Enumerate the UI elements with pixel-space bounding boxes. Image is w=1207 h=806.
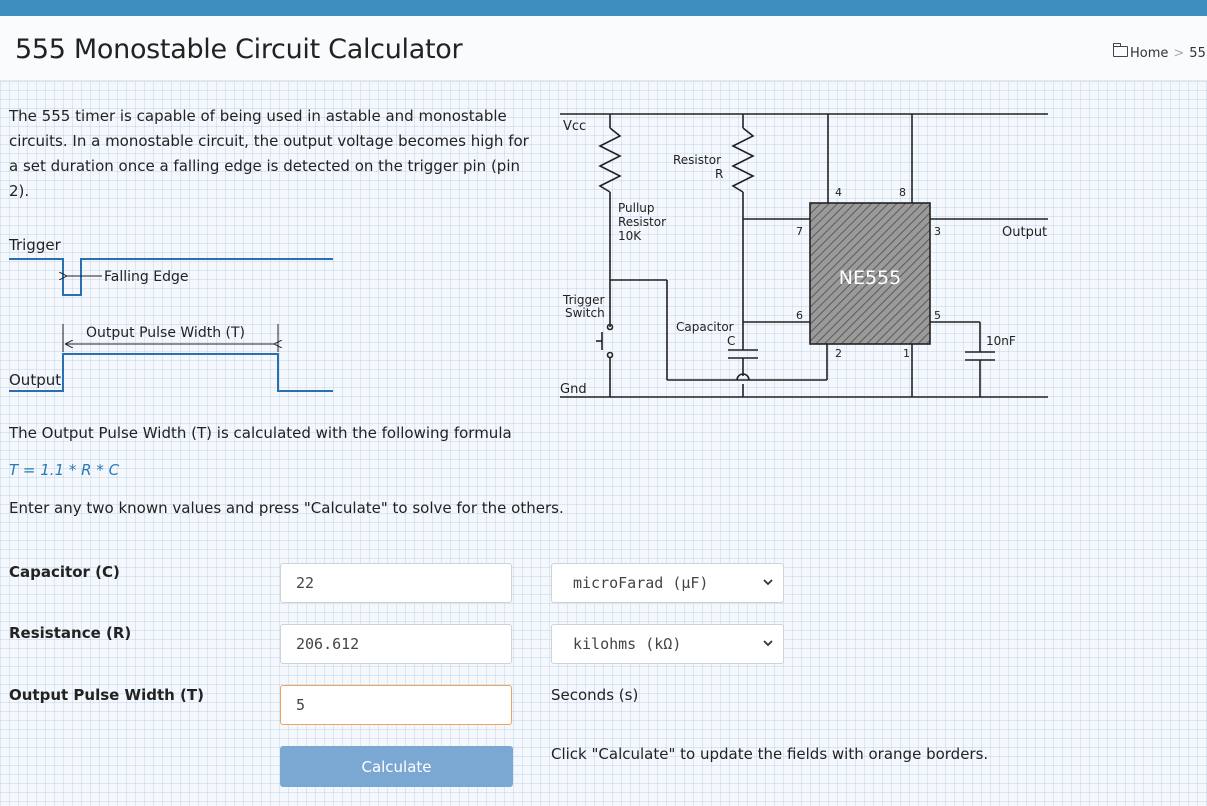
pulse-width-label: Output Pulse Width (T) — [86, 325, 245, 341]
top-accent-bar — [0, 0, 1207, 16]
pin-3: 3 — [934, 225, 941, 238]
breadcrumb-current: 55 — [1189, 46, 1206, 61]
page-header: 555 Monostable Circuit Calculator Home >5… — [0, 16, 1207, 81]
intro-paragraph: The 555 timer is capable of being used i… — [9, 107, 529, 200]
ne555-chip — [809, 202, 931, 345]
chevron-down-icon — [763, 640, 773, 647]
circuit-diagram: NE555 Vcc Gnd Pullup Resistor 10K Resist… — [560, 113, 1048, 398]
resistor-label-1: Resistor — [673, 153, 721, 167]
gnd-label: Gnd — [560, 382, 587, 397]
pin-7: 7 — [796, 225, 803, 238]
output-waveform — [9, 353, 333, 392]
instructions: Enter any two known values and press "Ca… — [9, 499, 564, 517]
capacitor-unit-value: microFarad (µF) — [573, 574, 709, 592]
capacitor-input[interactable] — [280, 563, 512, 603]
pin-6: 6 — [796, 309, 803, 322]
vcc-label: Vcc — [563, 119, 586, 134]
capacitor-label-2: C — [727, 334, 735, 348]
folder-icon — [1113, 43, 1128, 57]
pin-5: 5 — [934, 309, 941, 322]
breadcrumb-home-link[interactable]: Home — [1130, 46, 1169, 61]
breadcrumb: Home >55 — [1113, 43, 1206, 61]
pulse-width-unit: Seconds (s) — [551, 686, 639, 704]
formula-intro: The Output Pulse Width (T) is calculated… — [9, 424, 512, 442]
calculate-note: Click "Calculate" to update the fields w… — [551, 745, 989, 763]
pulse-width-field-label: Output Pulse Width (T) — [9, 686, 204, 704]
pulse-width-input[interactable] — [280, 685, 512, 725]
resistance-unit-value: kilohms (kΩ) — [573, 635, 682, 653]
trigger-switch-label-1: Trigger — [562, 293, 604, 307]
breadcrumb-separator: > — [1173, 46, 1185, 61]
pin-8: 8 — [899, 186, 906, 199]
pin-1: 1 — [903, 347, 910, 360]
falling-edge-label: Falling Edge — [104, 269, 188, 285]
resistance-input[interactable] — [280, 624, 512, 664]
cap2-label: 10nF — [986, 334, 1016, 348]
output-label: Output — [9, 371, 61, 389]
chevron-down-icon — [763, 579, 773, 586]
capacitor-label-1: Capacitor — [676, 320, 734, 334]
timing-diagram: Trigger Falling Edge Output Pulse Width … — [8, 236, 333, 392]
trigger-waveform — [9, 258, 333, 296]
capacitor-label: Capacitor (C) — [9, 563, 120, 581]
chip-label: NE555 — [839, 267, 901, 289]
pullup-label-3: 10K — [618, 229, 642, 243]
calculate-button[interactable]: Calculate — [280, 746, 513, 787]
pullup-label-1: Pullup — [618, 201, 655, 215]
page-title: 555 Monostable Circuit Calculator — [15, 34, 463, 65]
resistance-unit-select[interactable]: kilohms (kΩ) — [551, 624, 784, 664]
pullup-label-2: Resistor — [618, 215, 666, 229]
resistance-label: Resistance (R) — [9, 624, 132, 642]
pin-4: 4 — [835, 186, 842, 199]
trigger-switch-label-2: Switch — [565, 306, 605, 320]
output-terminal-label: Output — [1002, 225, 1047, 240]
resistor-label-2: R — [715, 167, 723, 181]
trigger-label: Trigger — [8, 236, 62, 254]
pin-2: 2 — [835, 347, 842, 360]
capacitor-unit-select[interactable]: microFarad (µF) — [551, 563, 784, 603]
formula: T = 1.1 * R * C — [9, 461, 120, 479]
